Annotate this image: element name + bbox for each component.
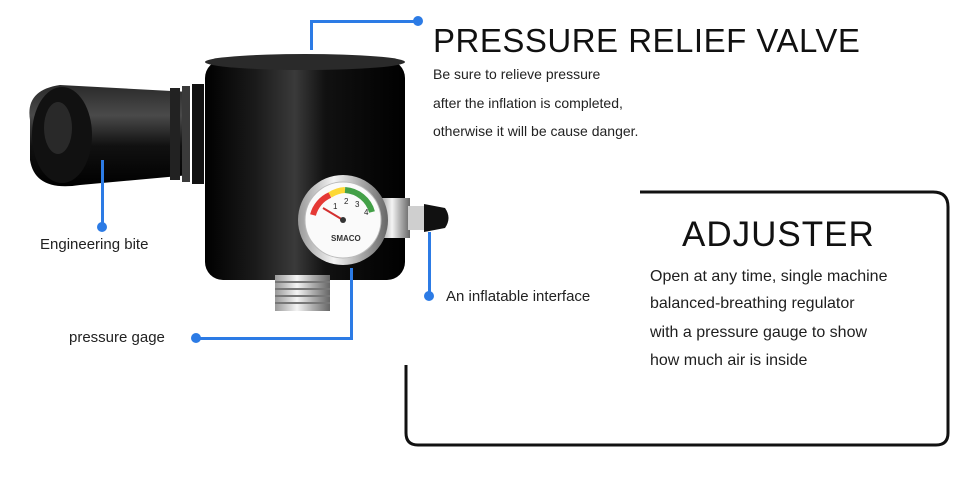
adjuster-frame: [404, 190, 950, 447]
gauge-number-1: 1: [333, 202, 338, 211]
relief-callout-vertical: [310, 20, 313, 50]
relief-callout-dot: [413, 16, 423, 26]
pressure-gauge: [298, 175, 388, 265]
bite-callout-dot: [97, 222, 107, 232]
relief-line-1: Be sure to relieve pressure: [433, 66, 601, 82]
gauge-number-4: 4: [364, 208, 369, 217]
gage-callout-vertical: [350, 268, 353, 340]
gauge-number-2: 2: [344, 197, 349, 206]
adjuster-line-2: balanced-breathing regulator: [650, 295, 855, 312]
gauge-brand: SMACO: [331, 234, 361, 243]
thread-fitting: [275, 275, 330, 311]
engineering-bite-label: Engineering bite: [40, 236, 149, 253]
gage-callout-dot: [191, 333, 201, 343]
engineering-bite-part: [29, 84, 204, 187]
relief-valve-title: PRESSURE RELIEF VALVE: [433, 22, 861, 59]
relief-line-3: otherwise it will be cause danger.: [433, 123, 639, 139]
relief-line-2: after the inflation is completed,: [433, 95, 623, 111]
pressure-gage-label: pressure gage: [69, 329, 165, 346]
gauge-number-3: 3: [355, 200, 360, 209]
bite-callout-line: [101, 160, 104, 226]
relief-callout-horizontal: [310, 20, 418, 23]
inflatable-interface-label: An inflatable interface: [446, 288, 591, 305]
adjuster-line-4: how much air is inside: [650, 352, 808, 369]
interface-callout-dot: [424, 291, 434, 301]
adjuster-line-1: Open at any time, single machine: [650, 268, 888, 285]
adjuster-title: ADJUSTER: [682, 215, 875, 254]
interface-callout-line: [428, 232, 431, 296]
adjuster-line-3: with a pressure gauge to show: [650, 324, 868, 341]
gage-callout-horizontal: [200, 337, 353, 340]
